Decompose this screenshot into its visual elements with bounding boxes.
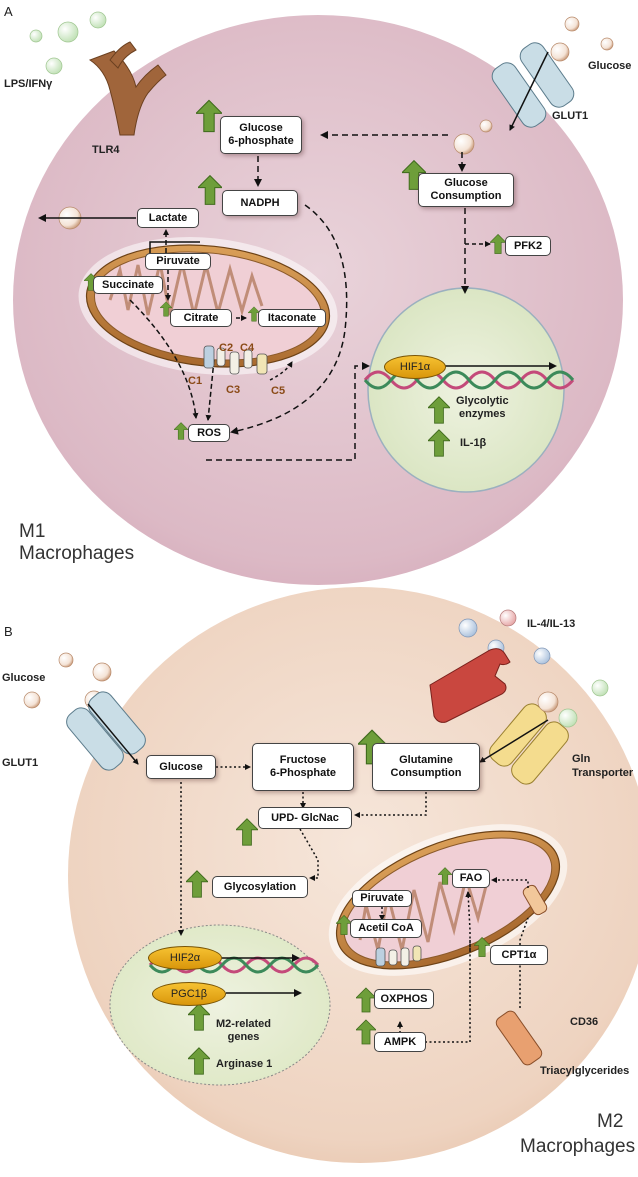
- complex-c3-label: C3: [226, 384, 241, 396]
- fructose-6-phosphate-box: Fructose 6-Phosphate: [252, 743, 354, 791]
- il4-il13-cytokines: [458, 609, 551, 665]
- complex-c5-label: C5: [271, 385, 286, 397]
- acetil-coa-box: Acetil CoA: [350, 919, 422, 938]
- glut1-label-b: GLUT1: [2, 757, 39, 769]
- lps-ifn-ligands: [29, 11, 107, 75]
- il1b-label: IL-1β: [460, 437, 487, 449]
- m2-related-genes-label: M2-related genes: [216, 1018, 272, 1043]
- m2-title-line2: Macrophages: [520, 1136, 636, 1157]
- ampk-box: AMPK: [374, 1032, 426, 1052]
- glut1-label-a: GLUT1: [552, 110, 589, 122]
- panel-a-label: A: [4, 4, 13, 19]
- panel-b-label: B: [4, 624, 13, 639]
- oxphos-box: OXPHOS: [374, 989, 434, 1009]
- etc-complexes-a: [203, 345, 268, 375]
- lactate-box: Lactate: [137, 208, 199, 228]
- cpt1a-box: CPT1α: [490, 945, 548, 965]
- citrate-box: Citrate: [170, 309, 232, 327]
- glucose-label-a: Glucose: [588, 60, 632, 72]
- piruvate-box-b: Piruvate: [352, 890, 412, 907]
- complex-c2-label: C2: [219, 342, 234, 354]
- fao-box: FAO: [452, 869, 490, 888]
- hif2a-pill: HIF2α: [148, 946, 222, 970]
- glucose-6-phosphate-box: Glucose 6-phosphate: [220, 116, 302, 154]
- glycosylation-box: Glycosylation: [212, 876, 308, 898]
- complex-c1-label: C1: [188, 375, 203, 387]
- m2-title-line1: M2: [597, 1111, 624, 1132]
- complex-c4-label: C4: [240, 342, 255, 354]
- ros-box: ROS: [188, 424, 230, 442]
- glucose-box-b: Glucose: [146, 755, 216, 779]
- il4-receptor: [429, 648, 511, 723]
- glycolytic-enzymes-label: Glycolytic enzymes: [456, 395, 509, 420]
- succinate-box: Succinate: [93, 276, 163, 294]
- panel-a: [13, 11, 623, 585]
- piruvate-box: Piruvate: [145, 253, 211, 270]
- glucose-molecules-a: [453, 16, 614, 155]
- arginase-label: Arginase 1: [216, 1058, 273, 1070]
- cd36-label: CD36: [570, 1016, 599, 1028]
- pfk2-box: PFK2: [505, 236, 551, 256]
- pgc1b-pill: PGC1β: [152, 982, 226, 1006]
- il4-il13-label: IL-4/IL-13: [527, 618, 576, 630]
- glut1-transporter-a: [491, 42, 575, 131]
- m1-title-line1: M1: [19, 521, 46, 542]
- glucose-consumption-box: Glucose Consumption: [418, 173, 514, 207]
- itaconate-box: Itaconate: [258, 309, 326, 327]
- gln-transporter: [479, 679, 609, 785]
- m1-title-line2: Macrophages: [19, 543, 135, 564]
- glucose-label-b: Glucose: [2, 672, 46, 684]
- gln-transporter-label: Gln Transporter: [572, 753, 634, 779]
- mitochondrion-a: [78, 237, 338, 375]
- udp-glcnac-box: UPD- GlcNac: [258, 807, 352, 829]
- tlr4-label: TLR4: [92, 144, 120, 156]
- tlr4-receptor: [88, 41, 167, 136]
- lactate-exporter: [38, 206, 136, 230]
- triacylglycerides-label: Triacylglycerides: [540, 1065, 630, 1077]
- panel-a-pathways: [129, 131, 491, 461]
- nadph-box: NADPH: [222, 190, 298, 216]
- hif1a-pill: HIF1α: [384, 355, 446, 379]
- cd36-transporter: [495, 1010, 543, 1066]
- lps-ifn-label: LPS/IFNγ: [4, 78, 53, 90]
- glutamine-consumption-box: Glutamine Consumption: [372, 743, 480, 791]
- glut1-transporter-b: [23, 652, 146, 771]
- panel-b: [23, 587, 638, 1163]
